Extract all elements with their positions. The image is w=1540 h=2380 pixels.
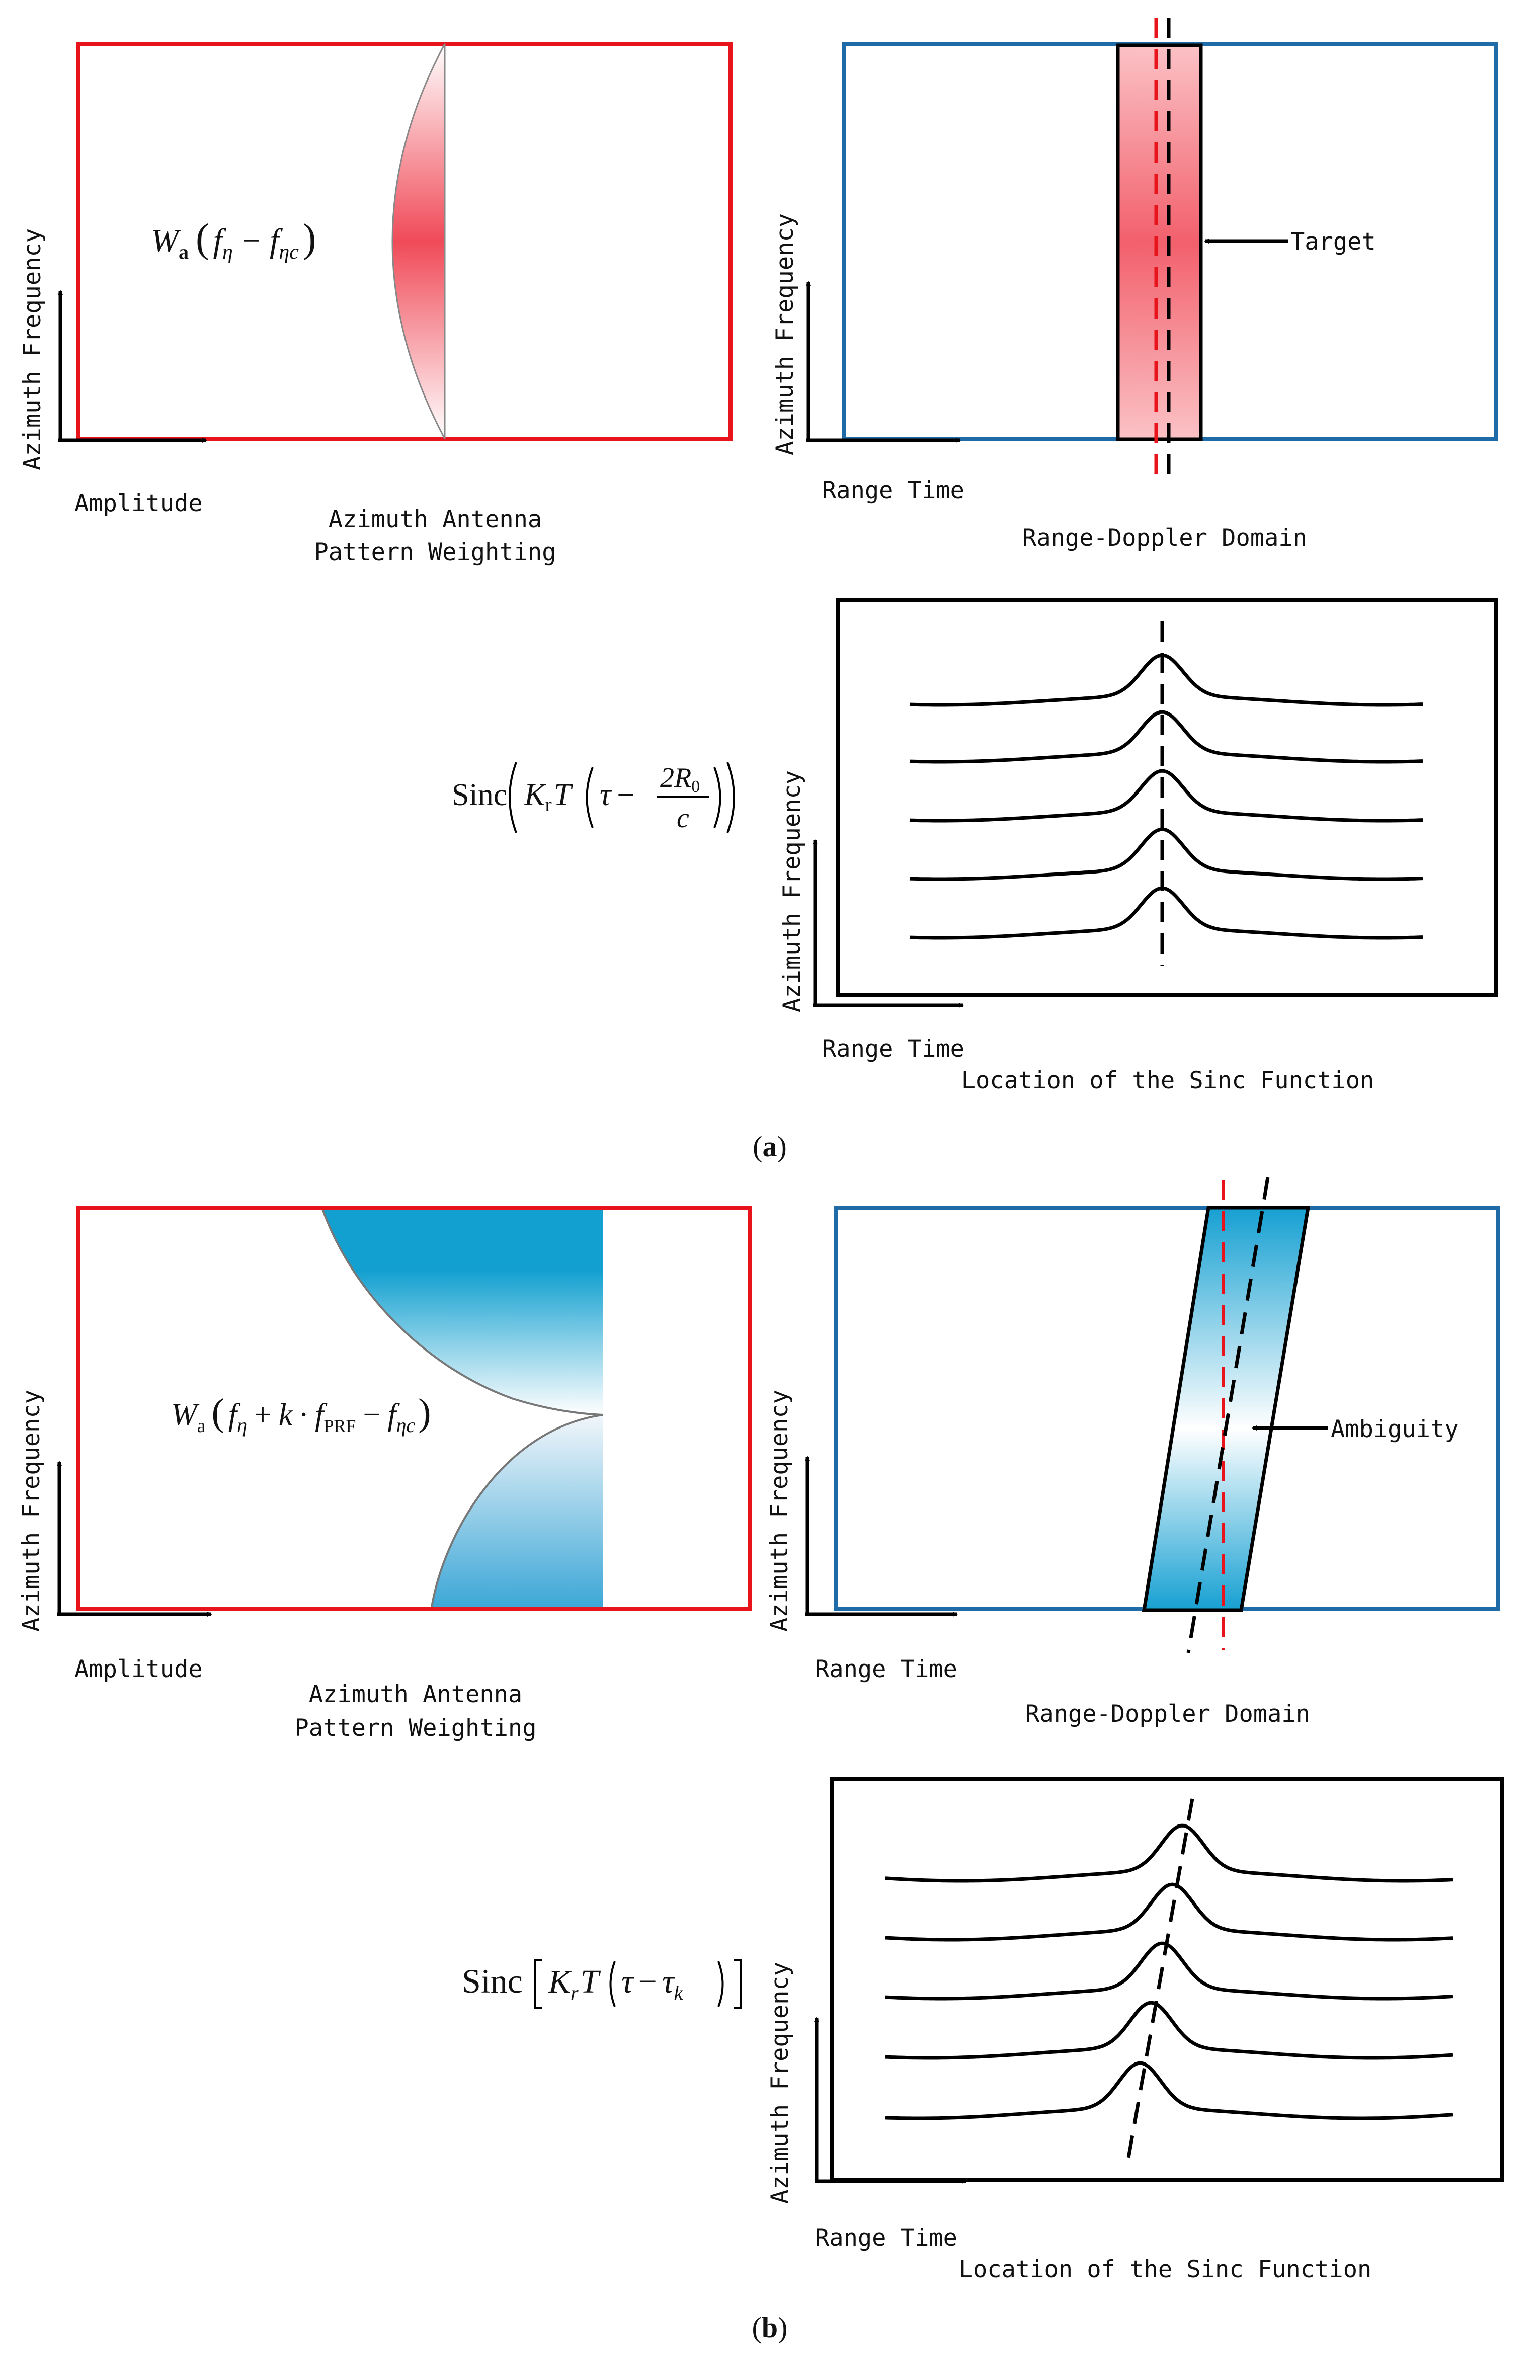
- x-axis-label: Amplitude: [74, 490, 203, 517]
- x-axis-label: Range Time: [815, 1655, 957, 1683]
- formula-func: W: [151, 222, 181, 259]
- subfigure-label: (a): [753, 1130, 787, 1163]
- weighting-panel-b: Wa(fη+k·fPRF−fηc) Azimuth Frequency Ampl…: [18, 1206, 752, 1742]
- weighting-frame: [76, 42, 733, 441]
- part-b: Wa(fη+k·fPRF−fηc) Azimuth Frequency Ampl…: [18, 1177, 1504, 2344]
- x-axis-label: Range Time: [822, 477, 964, 504]
- sinc-panel-b: Azimuth Frequency Range Time Location of…: [462, 1777, 1504, 2283]
- sinc-curves: [885, 1823, 1453, 2120]
- sinc-pulse-curve: [885, 2061, 1453, 2120]
- weighting-frame: [76, 1206, 752, 1611]
- paren-outer-right: [726, 762, 735, 833]
- bracket-right: [734, 1959, 742, 2009]
- part-a: Wa(fη−fηc) Azimuth Frequency Amplitude A…: [19, 18, 1498, 1163]
- panel-caption: Location of the Sinc Function: [959, 2256, 1372, 2283]
- paren-right: [717, 1961, 724, 2007]
- sinc-pulse-curve: [909, 827, 1423, 881]
- range-doppler-panel-b: Ambiguity Azimuth Frequency Range Time R…: [766, 1177, 1500, 1728]
- svg-text:Sinc: Sinc: [462, 1962, 523, 2000]
- svg-text:τ−τk: τ−τk: [621, 1963, 683, 2004]
- sinc-pulse-curve: [909, 710, 1423, 764]
- paren-inner-left: [586, 767, 594, 828]
- ambiguity-band: [1142, 1206, 1311, 1612]
- sinc-panel-a: Azimuth Frequency Range Time Location of…: [452, 598, 1498, 1094]
- bracket-left: [534, 1959, 542, 2009]
- svg-text:2R0: 2R0: [660, 762, 700, 796]
- y-axis-label: Azimuth Frequency: [18, 1390, 45, 1632]
- svg-text:τ−: τ−: [600, 778, 634, 812]
- x-axis-label: Range Time: [822, 1035, 964, 1063]
- svg-text:Wa(fη+k·fPRF−fηc): Wa(fη+k·fPRF−fηc): [171, 1391, 431, 1437]
- panel-caption-line2: Pattern Weighting: [294, 1714, 536, 1742]
- antenna-pattern-lens: [391, 43, 446, 439]
- paren-outer-left: [509, 762, 517, 833]
- sinc-formula-a: Sinc KrT τ− 2R0 c: [452, 762, 735, 834]
- sinc-formula-b: Sinc KrT τ−τk: [462, 1959, 742, 2009]
- annotation-ambiguity: Ambiguity: [1331, 1415, 1459, 1443]
- antenna-pattern-lower-lobe: [431, 1415, 603, 1610]
- y-axis-label: Azimuth Frequency: [19, 228, 46, 470]
- target-band: [1116, 43, 1203, 441]
- svg-text:c: c: [677, 803, 689, 834]
- formula-func-sub: a: [179, 241, 189, 263]
- svg-text:Wa(fη−fηc): Wa(fη−fηc): [151, 216, 316, 264]
- subfigure-label: (b): [752, 2311, 788, 2344]
- svg-text:Sinc: Sinc: [452, 778, 507, 812]
- weighting-panel-a: Wa(fη−fηc) Azimuth Frequency Amplitude A…: [19, 42, 733, 566]
- black-skewed-line: [1186, 1177, 1270, 1653]
- range-doppler-panel-a: Target Azimuth Frequency Range Time Rang…: [771, 18, 1498, 552]
- x-axis-label: Range Time: [815, 2224, 957, 2252]
- sinc-pulse-curve: [885, 1882, 1453, 1942]
- svg-text:KrT: KrT: [548, 1963, 601, 2004]
- sinc-pulse-curve: [885, 1941, 1453, 2001]
- sinc-curves: [909, 653, 1423, 940]
- sinc-peak-skewed-line: [1125, 1798, 1194, 2167]
- sinc-pulse-curve: [909, 769, 1423, 823]
- sinc-pulse-curve: [909, 886, 1423, 940]
- annotation-target: Target: [1290, 228, 1376, 256]
- paren-left: [609, 1961, 616, 2007]
- panel-caption: Location of the Sinc Function: [961, 1067, 1374, 1094]
- sinc-pulse-curve: [885, 2001, 1453, 2060]
- x-axis-label: Amplitude: [74, 1655, 203, 1683]
- antenna-pattern-upper-lobe: [322, 1208, 603, 1415]
- y-axis-label: Azimuth Frequency: [766, 1390, 793, 1632]
- sinc-pulse-curve: [885, 1823, 1453, 1883]
- svg-text:KrT: KrT: [524, 778, 574, 816]
- y-axis-label: Azimuth Frequency: [778, 770, 806, 1012]
- sinc-frame: [830, 1777, 1504, 2182]
- y-axis-label: Azimuth Frequency: [766, 1962, 794, 2204]
- sinc-pulse-curve: [909, 653, 1423, 707]
- panel-caption-line1: Azimuth Antenna: [329, 506, 542, 533]
- panel-caption: Range-Doppler Domain: [1022, 524, 1307, 552]
- panel-caption-line1: Azimuth Antenna: [309, 1681, 522, 1708]
- panel-caption: Range-Doppler Domain: [1025, 1700, 1310, 1728]
- y-axis-label: Azimuth Frequency: [771, 213, 799, 455]
- paren-inner-right: [713, 767, 721, 828]
- panel-caption-line2: Pattern Weighting: [314, 538, 556, 566]
- sinc-frame: [836, 598, 1498, 997]
